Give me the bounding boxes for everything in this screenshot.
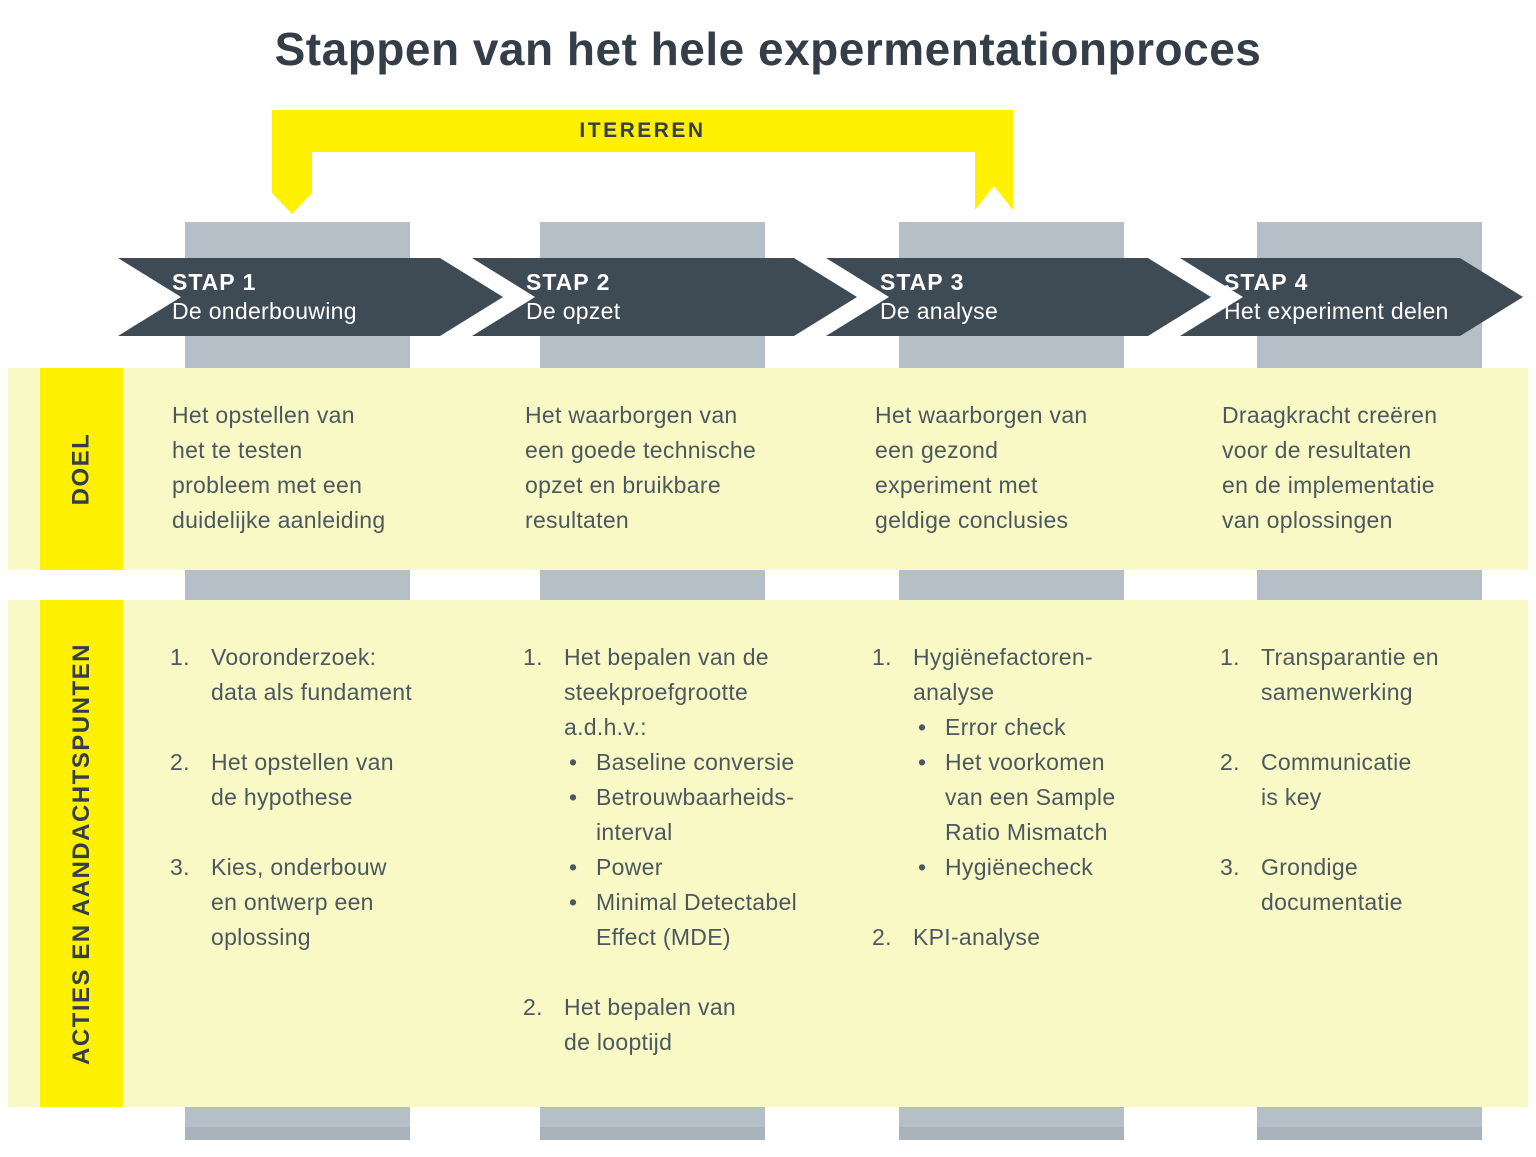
item-text: Het bepalen van de steekproefgrootte a.d… [564, 644, 769, 740]
bullet-glyph: • [569, 749, 578, 775]
item-text: Betrouwbaarheids- interval [596, 784, 795, 845]
page-title: Stappen van het hele expermentationproce… [274, 23, 1262, 75]
step-1-title: De onderbouwing [172, 298, 357, 324]
numbered-item: 1. Het bepalen van de steekproefgrootte a… [523, 640, 853, 745]
acties-row-label: ACTIES EN AANDACHTSPUNTEN [67, 642, 95, 1065]
doel-row-label-bar: DOEL [40, 368, 123, 570]
numbered-item: 2. Het bepalen van de looptijd [523, 990, 853, 1060]
doel-cell-step1: Het opstellen van het te testen probleem… [172, 402, 386, 533]
doel-cell-step2: Het waarborgen van een goede technische … [525, 402, 757, 533]
step-3-number: STAP 3 [880, 269, 965, 295]
item-number: 2. [1220, 749, 1240, 775]
numbered-item: 2. KPI-analyse [872, 920, 1202, 955]
bullet-item: • Minimal Detectabel Effect (MDE) [523, 885, 853, 955]
doel-row-band [8, 368, 1528, 570]
bullet-glyph: • [918, 854, 927, 880]
acties-list-step1: 1. Vooronderzoek: data als fundament 2. Het… [170, 640, 500, 955]
bullet-item: • Power [523, 850, 853, 885]
item-number: 1. [523, 644, 543, 670]
item-number: 2. [872, 924, 892, 950]
item-text: Baseline conversie [596, 749, 795, 775]
acties-list-step3: 1. Hygiënefactoren- analyse • Error check • H… [872, 640, 1202, 955]
doel-row-label: DOEL [67, 432, 95, 506]
item-text: KPI-analyse [913, 924, 1041, 950]
bullet-glyph: • [569, 889, 578, 915]
item-number: 2. [170, 749, 190, 775]
step-arrow-3: STAP 3 De analyse [826, 258, 1211, 336]
bullet-glyph: • [569, 854, 578, 880]
numbered-item: 1. Vooronderzoek: data als fundament [170, 640, 500, 710]
bullet-glyph: • [918, 749, 927, 775]
step-arrow-2: STAP 2 De opzet [472, 258, 857, 336]
item-number: 1. [1220, 644, 1240, 670]
doel-cell-step4: Draagkracht creëren voor de resultaten e… [1222, 402, 1438, 533]
numbered-item: 3. Grondige documentatie [1220, 850, 1536, 920]
iterate-label: ITEREREN [579, 119, 706, 142]
item-text: Vooronderzoek: data als fundament [211, 644, 413, 705]
numbered-item: 1. Transparantie en samenwerking [1220, 640, 1536, 710]
bullet-glyph: • [918, 714, 927, 740]
numbered-item: 2. Het opstellen van de hypothese [170, 745, 500, 815]
bullet-glyph: • [569, 784, 578, 810]
item-text: Communicatie is key [1261, 749, 1412, 810]
bullet-item: • Baseline conversie [523, 745, 853, 780]
numbered-item: 2. Communicatie is key [1220, 745, 1536, 815]
item-text: Grondige documentatie [1261, 854, 1403, 915]
item-text: Transparantie en samenwerking [1261, 644, 1439, 705]
bullet-item: • Betrouwbaarheids- interval [523, 780, 853, 850]
bullet-item: • Hygiënecheck [872, 850, 1202, 885]
numbered-item: 3. Kies, onderbouw en ontwerp een oplossi… [170, 850, 500, 955]
item-text: Het opstellen van de hypothese [211, 749, 394, 810]
item-text: Kies, onderbouw en ontwerp een oplossing [211, 854, 387, 950]
numbered-item: 1. Hygiënefactoren- analyse [872, 640, 1202, 710]
item-text: Error check [945, 714, 1066, 740]
item-text: Het voorkomen van een Sample Ratio Misma… [945, 749, 1116, 845]
step-4-number: STAP 4 [1224, 269, 1309, 295]
step-arrow-1: STAP 1 De onderbouwing [118, 258, 503, 336]
acties-list-step2: 1. Het bepalen van de steekproefgrootte a… [523, 640, 853, 1060]
item-number: 2. [523, 994, 543, 1020]
acties-row-band [8, 600, 1528, 1107]
acties-row-label-bar: ACTIES EN AANDACHTSPUNTEN [40, 600, 123, 1107]
item-text: Minimal Detectabel Effect (MDE) [596, 889, 797, 950]
step-arrow-4: STAP 4 Het experiment delen [1180, 258, 1523, 336]
item-text: Power [596, 854, 663, 880]
item-text: Hygiënefactoren- analyse [913, 644, 1093, 705]
item-number: 3. [170, 854, 190, 880]
item-number: 3. [1220, 854, 1240, 880]
step-1-number: STAP 1 [172, 269, 257, 295]
step-2-number: STAP 2 [526, 269, 611, 295]
bullet-item: • Error check [872, 710, 1202, 745]
item-text: Hygiënecheck [945, 854, 1094, 880]
item-number: 1. [170, 644, 190, 670]
doel-cell-step3: Het waarborgen van een gezond experiment… [875, 402, 1088, 533]
step-3-title: De analyse [880, 298, 999, 324]
bullet-item: • Het voorkomen van een Sample Ratio Mism… [872, 745, 1202, 850]
step-2-title: De opzet [526, 298, 621, 324]
item-number: 1. [872, 644, 892, 670]
item-text: Het bepalen van de looptijd [564, 994, 737, 1055]
acties-list-step4: 1. Transparantie en samenwerking 2. Communi… [1220, 640, 1536, 920]
step-4-title: Het experiment delen [1224, 298, 1449, 324]
